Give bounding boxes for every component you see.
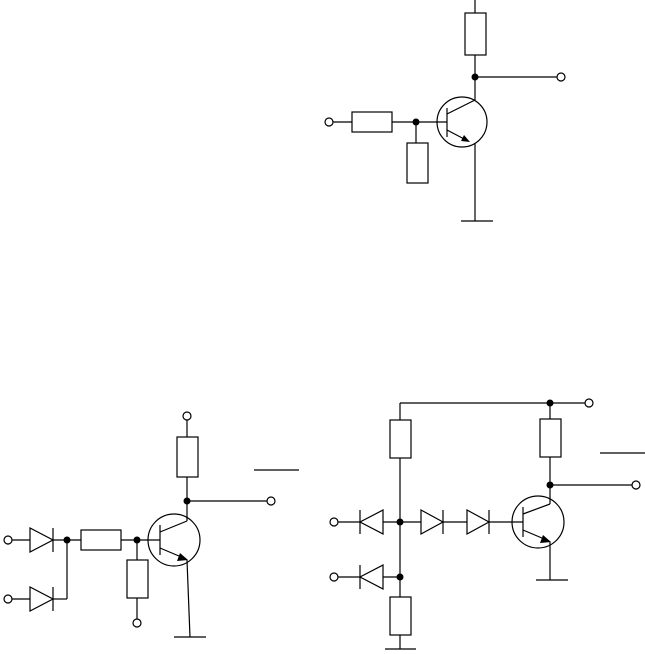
- left-bias-terminal: [132, 618, 142, 628]
- right-pulldown-resistor: [389, 596, 412, 636]
- left-bias-resistor: [126, 559, 149, 599]
- dtl-gate-right: [329, 398, 645, 650]
- inverter-transistor: [436, 96, 488, 148]
- dtl-gate-left: [3, 411, 299, 638]
- left-diode-b: [29, 586, 55, 612]
- left-emitter-wire: [186, 559, 191, 638]
- inverter-emitter-arrow: [461, 135, 470, 142]
- right-collector-resistor: [539, 418, 562, 458]
- right-emitter-arrow: [540, 535, 551, 543]
- inverter-output-terminal: [556, 72, 566, 82]
- left-input-b-terminal: [3, 594, 13, 604]
- left-base-resistor: [80, 529, 122, 551]
- right-transistor: [511, 495, 565, 549]
- right-transistor-collector: [522, 503, 551, 515]
- left-emitter-arrow: [177, 553, 188, 561]
- inverter-base-resistor: [351, 111, 393, 133]
- left-input-a-terminal: [3, 535, 13, 545]
- left-output-terminal: [266, 496, 276, 506]
- left-diode-a: [29, 527, 55, 553]
- left-transistor: [147, 513, 201, 567]
- left-transistor-collector: [159, 520, 188, 533]
- inverter-input-terminal: [324, 117, 334, 127]
- right-output-terminal: [631, 480, 641, 490]
- inverter-collector-resistor: [464, 12, 487, 56]
- right-diode-a: [358, 509, 384, 535]
- right-diode-b: [358, 564, 384, 590]
- right-input-b-terminal: [329, 572, 339, 582]
- left-collector-resistor: [176, 436, 199, 478]
- right-series-diode-2: [466, 508, 491, 536]
- right-input-a-terminal: [329, 517, 339, 527]
- right-series-diode-1: [420, 508, 445, 536]
- inverter-transistor-collector: [446, 99, 476, 115]
- inverter-bias-resistor: [406, 142, 429, 184]
- right-supply-terminal: [584, 398, 594, 408]
- left-diode-node: [63, 536, 71, 544]
- left-supply-terminal: [182, 411, 192, 421]
- right-lower-node: [396, 573, 404, 581]
- inverter-circuit: [324, 0, 566, 222]
- right-pullup-resistor: [389, 419, 412, 459]
